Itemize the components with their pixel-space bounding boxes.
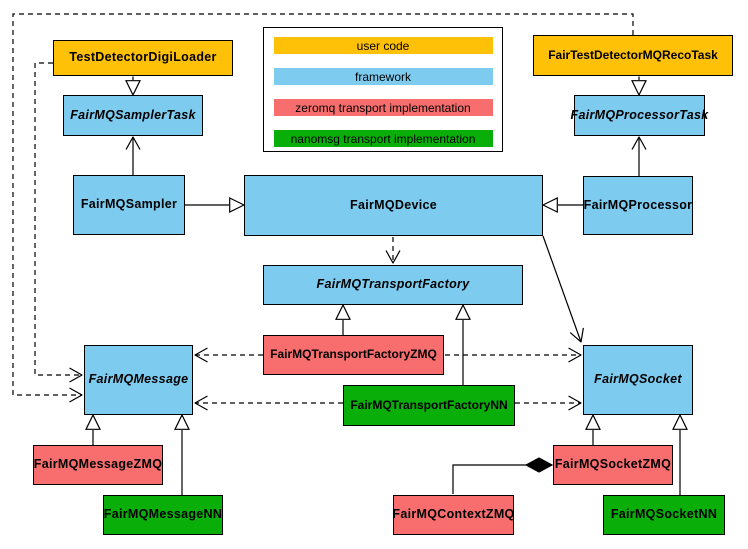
node-fairmqmessage: FairMQMessage xyxy=(84,345,193,415)
legend-zeromq-label: zeromq transport implementation xyxy=(295,100,471,115)
edge-digiloader-uses-message xyxy=(34,62,82,375)
node-testdetectordigiloader: TestDetectorDigiLoader xyxy=(53,40,233,76)
edge-device-uses-socket xyxy=(542,235,581,342)
node-fairmqprocessortask: FairMQProcessorTask xyxy=(571,95,708,136)
node-fairmqprocessor: FairMQProcessor xyxy=(583,176,693,235)
node-fairmqtransportfactoryzmq: FairMQTransportFactoryZMQ xyxy=(263,335,444,375)
legend-framework-label: framework xyxy=(354,69,411,84)
legend-user-code: user code xyxy=(273,37,493,54)
node-fairmqsamplertask: FairMQSamplerTask xyxy=(63,95,203,136)
node-fairmqsocketzmq: FairMQSocketZMQ xyxy=(553,445,673,485)
legend-nanomsg: nanomsg transport implementation xyxy=(273,130,493,147)
node-fairmqtransportfactorynn: FairMQTransportFactoryNN xyxy=(343,385,515,426)
node-fairtestdetectormqrecotask: FairTestDetectorMQRecoTask xyxy=(533,35,733,76)
node-fairmqsocketnn: FairMQSocketNN xyxy=(603,495,725,535)
legend-box: user code framework zeromq transport imp… xyxy=(263,27,503,152)
edge-recotask-uses-message xyxy=(12,13,634,395)
legend-user-code-label: user code xyxy=(356,38,410,53)
legend-framework: framework xyxy=(273,68,493,85)
edge-socketzmq-owns-contextzmq xyxy=(452,465,552,494)
node-fairmqmessagenn: FairMQMessageNN xyxy=(103,495,223,535)
node-fairmqdevice: FairMQDevice xyxy=(244,175,543,236)
node-fairmqsampler: FairMQSampler xyxy=(73,175,185,235)
node-fairmqtransportfactory: FairMQTransportFactory xyxy=(263,265,523,305)
node-fairmqmessagezmq: FairMQMessageZMQ xyxy=(33,445,163,485)
node-fairmqcontextzmq: FairMQContextZMQ xyxy=(392,495,514,535)
legend-zeromq: zeromq transport implementation xyxy=(273,99,493,116)
legend-nanomsg-label: nanomsg transport implementation xyxy=(290,131,476,146)
node-fairmqsocket: FairMQSocket xyxy=(583,345,693,415)
